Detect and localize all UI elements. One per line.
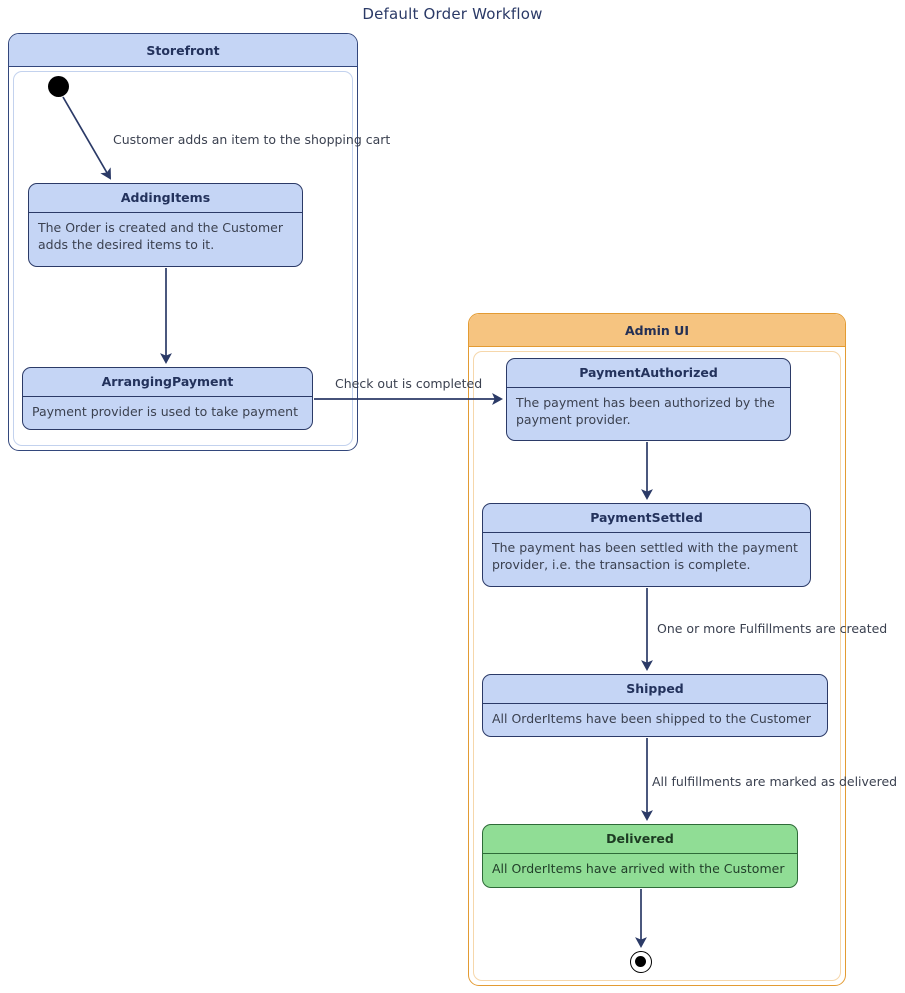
state-payment-settled-description: The payment has been settled with the pa… — [492, 539, 798, 572]
initial-state-icon — [48, 76, 69, 97]
state-payment-settled-title: PaymentSettled — [483, 504, 810, 533]
state-adding-items-description: The Order is created and the Customer ad… — [38, 219, 283, 252]
state-adding-items-title: AddingItems — [29, 184, 302, 213]
state-shipped[interactable]: Shipped All OrderItems have been shipped… — [482, 674, 828, 737]
edge-label-fulfillments-delivered: All fulfillments are marked as delivered — [652, 774, 898, 789]
state-shipped-title: Shipped — [483, 675, 827, 704]
edge-label-fulfillments-created: One or more Fulfillments are created — [657, 621, 888, 636]
state-arranging-payment[interactable]: ArrangingPayment Payment provider is use… — [22, 367, 313, 430]
state-payment-authorized[interactable]: PaymentAuthorized The payment has been a… — [506, 358, 791, 441]
state-payment-settled[interactable]: PaymentSettled The payment has been sett… — [482, 503, 811, 587]
state-adding-items[interactable]: AddingItems The Order is created and the… — [28, 183, 303, 267]
state-arranging-payment-description: Payment provider is used to take payment — [32, 403, 298, 419]
storefront-header-label: Storefront — [9, 34, 357, 67]
state-arranging-payment-title: ArrangingPayment — [23, 368, 312, 397]
page-title: Default Order Workflow — [362, 5, 543, 23]
final-state-dot — [635, 956, 646, 967]
state-payment-authorized-title: PaymentAuthorized — [507, 359, 790, 388]
state-delivered[interactable]: Delivered All OrderItems have arrived wi… — [482, 824, 798, 888]
admin-ui-header-label: Admin UI — [469, 314, 845, 347]
state-payment-authorized-description: The payment has been authorized by the p… — [516, 394, 775, 427]
edge-label-checkout-completed: Check out is completed — [335, 376, 483, 391]
state-shipped-description: All OrderItems have been shipped to the … — [492, 710, 811, 726]
state-delivered-title: Delivered — [483, 825, 797, 854]
edge-label-customer-adds-item: Customer adds an item to the shopping ca… — [113, 132, 391, 147]
final-state-icon — [630, 951, 652, 973]
state-delivered-description: All OrderItems have arrived with the Cus… — [492, 860, 785, 876]
